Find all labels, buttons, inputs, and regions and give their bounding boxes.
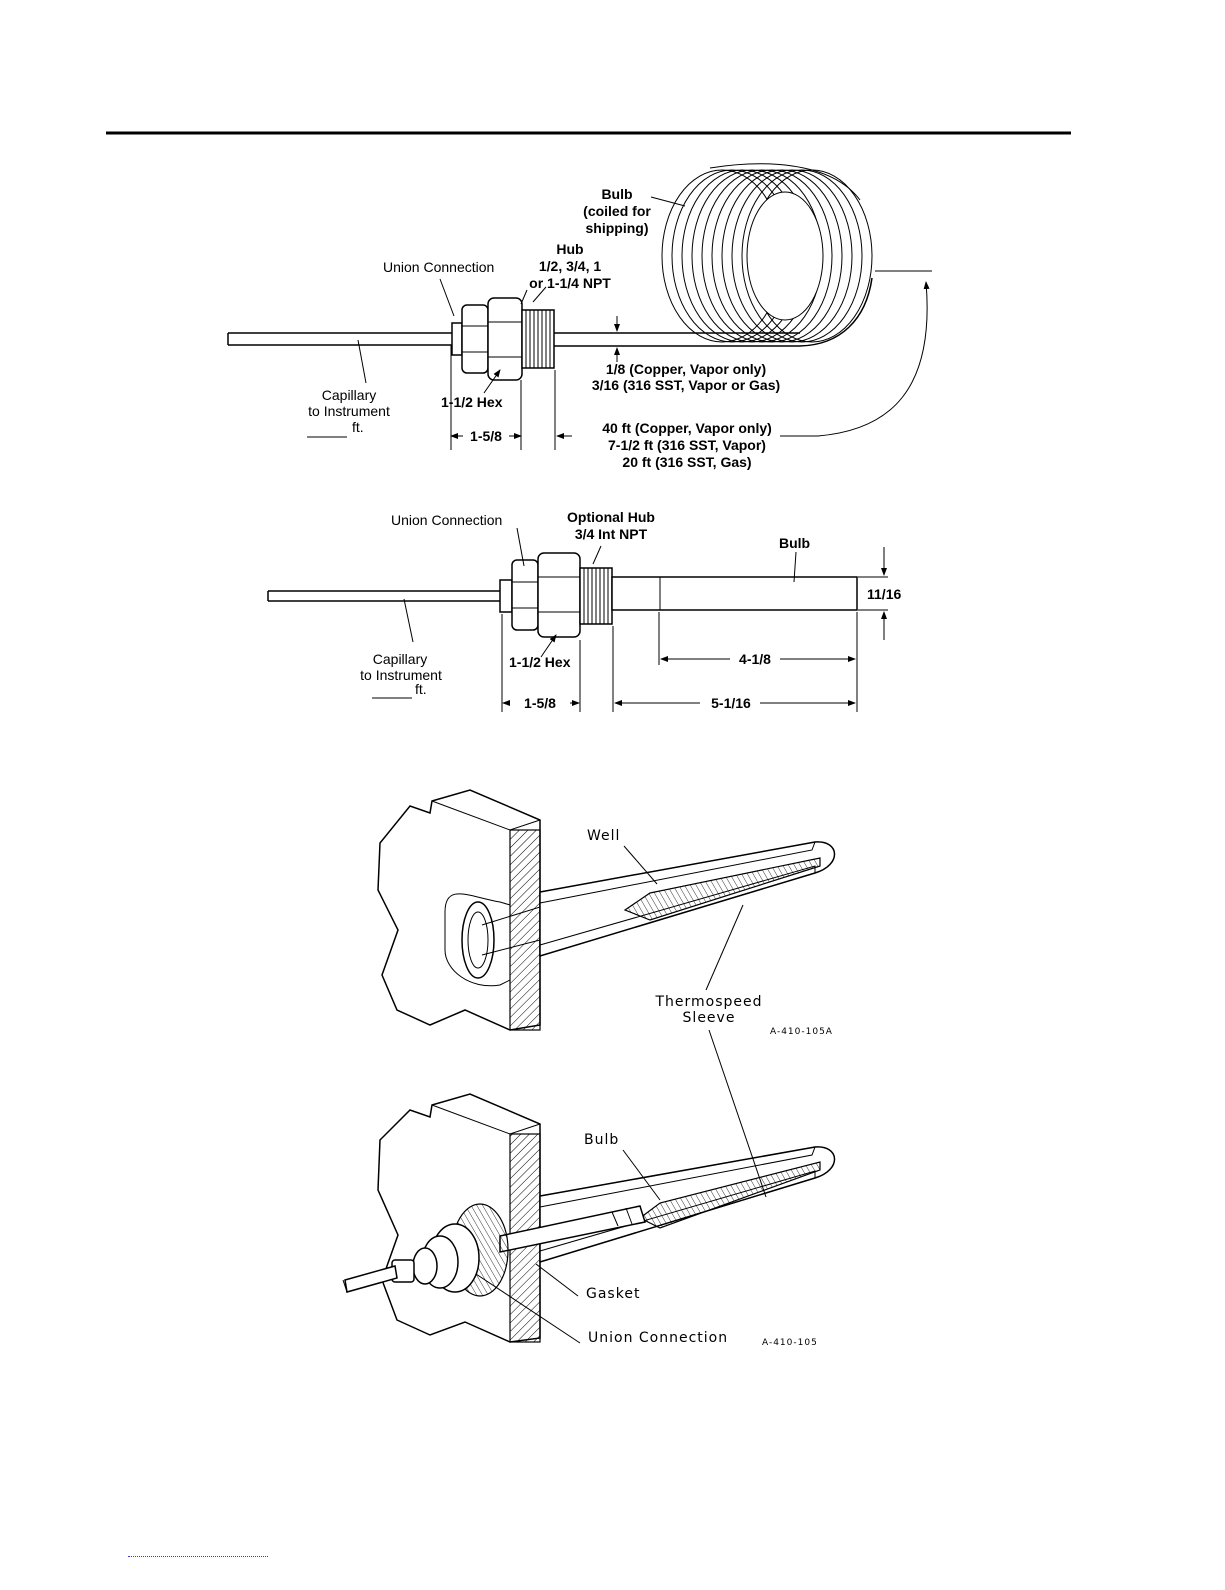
wall-section [509,829,541,1031]
fig3-sleeve-label-2: Sleeve [683,1010,736,1026]
fig1-bulb-label-3: shipping) [586,220,649,236]
fig1-diameter-label-1: 1/8 (Copper, Vapor only) [606,361,766,377]
optional-hub-threads [579,567,613,625]
fig1-diameter-label-2: 3/16 (316 SST, Vapor or Gas) [592,377,780,393]
fig2-hub-label-2: 3/4 Int NPT [575,526,648,542]
fig1-length-label-2: 7-1/2 ft (316 SST, Vapor) [608,437,766,453]
fig1-hub-label-3: or 1-1/4 NPT [529,275,611,291]
fig1-bulb-label-2: (coiled for [583,203,651,219]
fig1-dim-1-5-8: 1-5/8 [470,428,502,444]
fig2-dim-1-5-8: 1-5/8 [524,695,556,711]
fig3-well-label: Well [587,828,620,844]
straight-bulb [611,576,858,611]
bulb-coil [661,163,873,347]
fig2-dim-5-1-16: 5-1/16 [711,695,751,711]
footer-link-underline[interactable] [128,1556,268,1557]
fig1-dimensions [307,196,932,450]
figure-well-cutaway: Well Thermospeed Sleeve A-410-105A [377,789,836,1037]
union-connection-part [451,297,523,381]
fig3-sleeve-label-1: Thermospeed [654,994,762,1010]
fig1-capillary-label-1: Capillary [322,387,376,403]
fig1-capillary-label-2: to Instrument [308,403,390,419]
well-tube-2 [499,1146,836,1264]
fig4-drawing-code: A-410-105 [762,1338,818,1348]
fig1-length-label-1: 40 ft (Copper, Vapor only) [602,420,772,436]
fig2-dim-4-1-8: 4-1/8 [739,651,771,667]
capillary-tube [227,332,452,346]
fig2-dim-11-16: 11/16 [867,586,901,602]
well-tube [481,841,836,958]
fig4-bulb-label: Bulb [584,1132,619,1148]
fig1-hex-label: 1-1/2 Hex [441,394,503,410]
fig2-hub-label-1: Optional Hub [567,509,655,525]
hub-threads [521,309,555,369]
fig4-gasket-label: Gasket [586,1286,640,1302]
fig1-hub-label-2: 1/2, 3/4, 1 [539,258,601,274]
well-fitting [444,893,511,987]
fig1-union-label: Union Connection [383,259,494,275]
figure-coiled-bulb: Bulb (coiled for shipping) Hub 1/2, 3/4,… [227,163,932,470]
fig1-length-label-3: 20 ft (316 SST, Gas) [622,454,751,470]
fig2-capillary-label-2: to Instrument [360,667,442,683]
bulb-union-fitting [342,1203,509,1297]
fig1-bulb-label-1: Bulb [601,186,632,202]
fig3-drawing-code: A-410-105A [770,1027,833,1037]
fig1-hub-label-1: Hub [556,241,583,257]
fig4-union-label: Union Connection [588,1330,728,1346]
capillary-tube-2 [267,590,500,602]
figure-bulb-installed: Bulb Gasket Union Connection A-410-105 [342,1029,836,1348]
fig2-capillary-label-3: ft. [415,681,427,697]
union-connection-part-2 [499,552,581,638]
fig2-bulb-label: Bulb [779,535,810,551]
fig2-capillary-label-1: Capillary [373,651,427,667]
fig1-capillary-label-3: ft. [352,419,364,435]
fig2-dimensions [372,527,888,712]
fig2-hex-label: 1-1/2 Hex [509,654,571,670]
fig2-union-label: Union Connection [391,512,502,528]
figure-straight-bulb: Union Connection Optional Hub 3/4 Int NP… [267,509,901,712]
